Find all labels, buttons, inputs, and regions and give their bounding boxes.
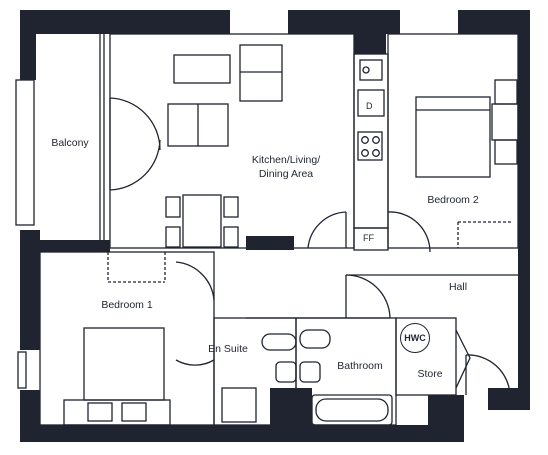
room-label-hall: Hall — [448, 281, 468, 293]
room-label-bedroom-1: Bedroom 1 — [101, 299, 153, 311]
room-label-balcony: Balcony — [51, 137, 89, 149]
room-label-kitchen-line1: Kitchen/Living/ — [251, 154, 321, 166]
hot-water-cylinder: HWC — [400, 323, 430, 353]
dishwasher-label: D — [366, 101, 373, 111]
room-label-kitchen-line2: Dining Area — [258, 168, 314, 180]
walls — [20, 10, 530, 442]
fridge-freezer-label: FF — [363, 233, 374, 243]
room-label-store: Store — [417, 368, 443, 380]
interior-lines — [15, 29, 519, 426]
room-label-bathroom: Bathroom — [337, 360, 383, 372]
room-label-bedroom-2: Bedroom 2 — [427, 194, 479, 206]
room-label-en-suite: En Suite — [208, 343, 248, 355]
